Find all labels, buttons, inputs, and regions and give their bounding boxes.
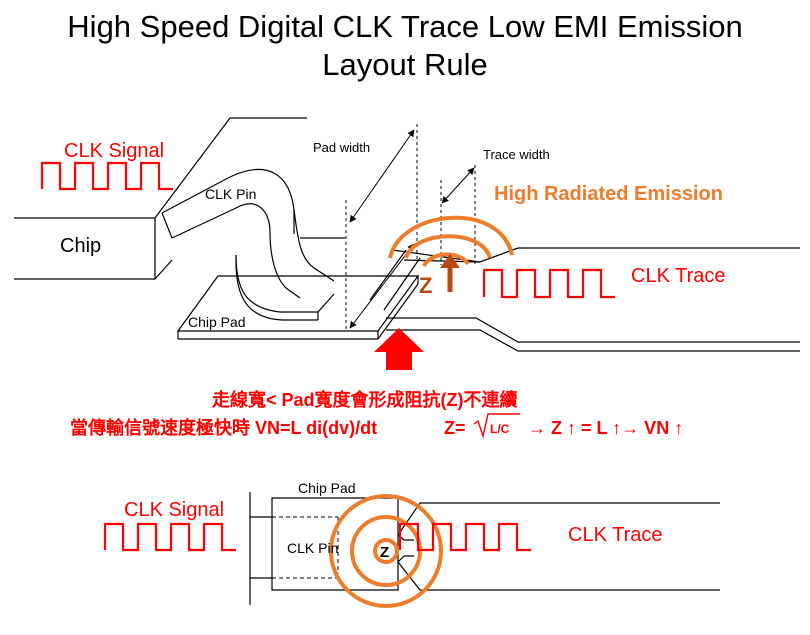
square-wave-path bbox=[482, 268, 615, 299]
square-wave-path bbox=[40, 161, 173, 191]
title-line-1: High Speed Digital CLK Trace Low EMI Emi… bbox=[67, 9, 743, 44]
chip-pad-label-top: Chip Pad bbox=[188, 314, 246, 330]
trace-outline-bottom bbox=[397, 502, 720, 591]
mismatch-pointer-arrow bbox=[374, 328, 424, 370]
clk-pin-label-bottom: CLK Pin bbox=[287, 540, 338, 556]
high-radiated-emission-label: High Radiated Emission bbox=[494, 183, 723, 205]
chip-pad-label-bottom: Chip Pad bbox=[298, 480, 356, 496]
pad-width-label: Pad width bbox=[313, 140, 370, 155]
title: High Speed Digital CLK Trace Low EMI Emi… bbox=[0, 8, 810, 84]
sqrt-radicand: L/C bbox=[490, 422, 510, 436]
trace-width-label: Trace width bbox=[483, 147, 550, 162]
formula-z-text: Z= bbox=[444, 418, 466, 438]
explanation-line-2: 當傳輸信號速度極快時 VN=L di(dv)/dt bbox=[70, 417, 377, 438]
clk-signal-label-top: CLK Signal bbox=[64, 140, 164, 162]
formula-chain-text: → Z ↑ = L ↑→ VN ↑ bbox=[528, 418, 683, 438]
sqrt-symbol bbox=[473, 413, 520, 439]
square-wave-path bbox=[398, 522, 531, 552]
impedance-z-label-top: Z bbox=[419, 273, 432, 298]
clk-pin bbox=[161, 168, 335, 321]
chip-label: Chip bbox=[60, 235, 101, 257]
chip-body bbox=[14, 117, 307, 280]
clk-signal-label-bottom: CLK Signal bbox=[124, 499, 224, 521]
impedance-z-label-bottom: Z bbox=[380, 544, 389, 561]
clk-pin-label-top: CLK Pin bbox=[205, 186, 256, 202]
title-line-2: Layout Rule bbox=[322, 47, 488, 82]
clk-trace-waveform-bottom bbox=[398, 522, 531, 552]
chip-outline-bottom bbox=[249, 492, 272, 605]
formula-vn-text: 當傳輸信號速度極快時 VN=L di(dv)/dt bbox=[70, 417, 377, 438]
explanation-line-1: 走線寬< Pad寬度會形成阻抗(Z)不連續 bbox=[212, 389, 518, 410]
dimension-arrows bbox=[349, 129, 475, 329]
impedance-arrow-top bbox=[440, 254, 460, 292]
clk-trace-label-top: CLK Trace bbox=[631, 265, 725, 287]
clk-signal-waveform-bottom bbox=[103, 522, 236, 552]
dimension-guides bbox=[345, 124, 476, 330]
radiation-arcs-top bbox=[388, 215, 514, 268]
clk-trace-label-bottom: CLK Trace bbox=[568, 524, 662, 546]
clk-trace-segment bbox=[369, 249, 421, 311]
clk-signal-waveform-top bbox=[40, 161, 173, 191]
square-wave-path bbox=[103, 522, 236, 552]
clk-trace-waveform-top bbox=[482, 268, 615, 299]
